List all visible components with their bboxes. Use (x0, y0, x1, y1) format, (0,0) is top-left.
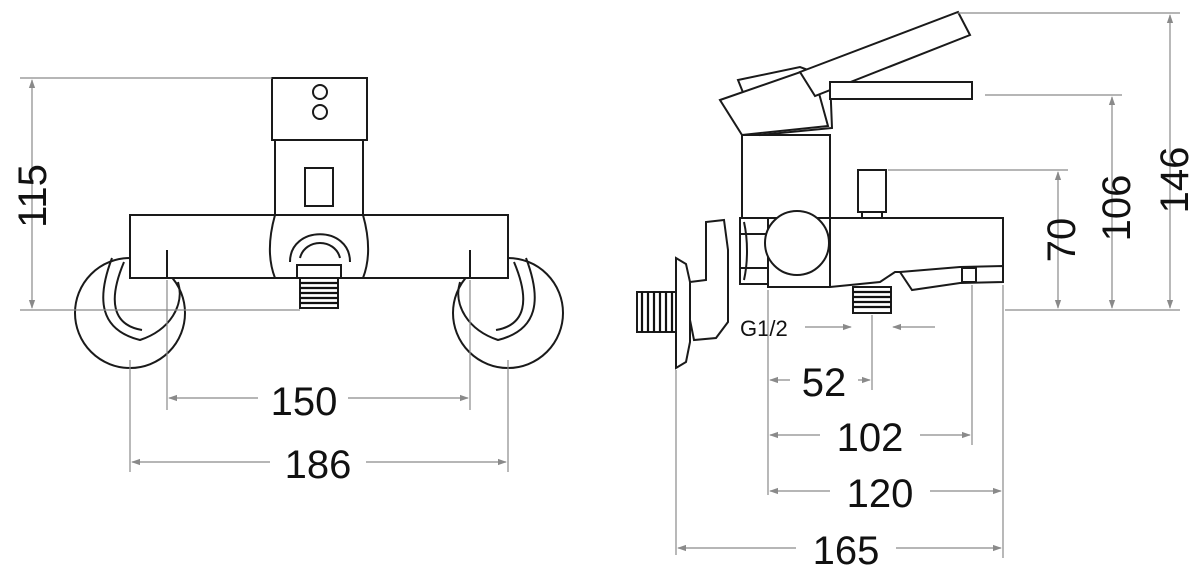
dim-side-146: 146 (958, 12, 1197, 309)
dim-front-inner-width-label: 150 (271, 380, 338, 424)
diverter-knob (304, 167, 334, 207)
side-diverter-knob (857, 169, 887, 219)
dim-side-106-label: 106 (1095, 175, 1139, 242)
front-view: 115 150 186 (11, 77, 564, 487)
dim-side-106: 106 (985, 94, 1139, 309)
dim-side-52: 52 (769, 315, 873, 405)
side-threaded-outlet (852, 286, 892, 314)
dim-side-70: 70 (888, 169, 1084, 309)
front-threaded-outlet (296, 264, 342, 309)
dim-front-height-label: 115 (11, 164, 55, 228)
lever-block (271, 77, 368, 141)
dim-side-120-label: 120 (847, 472, 914, 516)
ball-joint (764, 210, 830, 276)
side-lever (718, 10, 973, 137)
eccentric-connector (689, 218, 729, 342)
dim-side-165-label: 165 (813, 529, 880, 573)
dim-side-70-label: 70 (1040, 218, 1084, 263)
side-spout (898, 264, 1004, 292)
dim-side-102: 102 (769, 285, 973, 460)
dim-front-inner-width: 150 (166, 280, 471, 424)
dim-side-102-label: 102 (837, 416, 904, 460)
side-column (741, 134, 831, 219)
dim-side-120: 120 (769, 285, 1004, 558)
dim-side-52-label: 52 (802, 361, 847, 405)
dim-front-height: 115 (11, 77, 300, 311)
side-wall-thread (636, 291, 678, 333)
side-wall-flange (675, 256, 691, 370)
dim-side-146-label: 146 (1153, 147, 1197, 214)
dim-side-165: 165 (677, 524, 1002, 573)
dim-thread: G1/2 (740, 316, 935, 341)
hex-nut (739, 217, 769, 285)
dim-front-outer-width: 186 (129, 360, 509, 487)
hot-cold-indicator-icon (312, 84, 328, 100)
side-view: G1/2 52 102 120 165 (636, 10, 1197, 573)
thread-size-label: G1/2 (740, 316, 788, 341)
dim-front-outer-width-label: 186 (285, 443, 352, 487)
